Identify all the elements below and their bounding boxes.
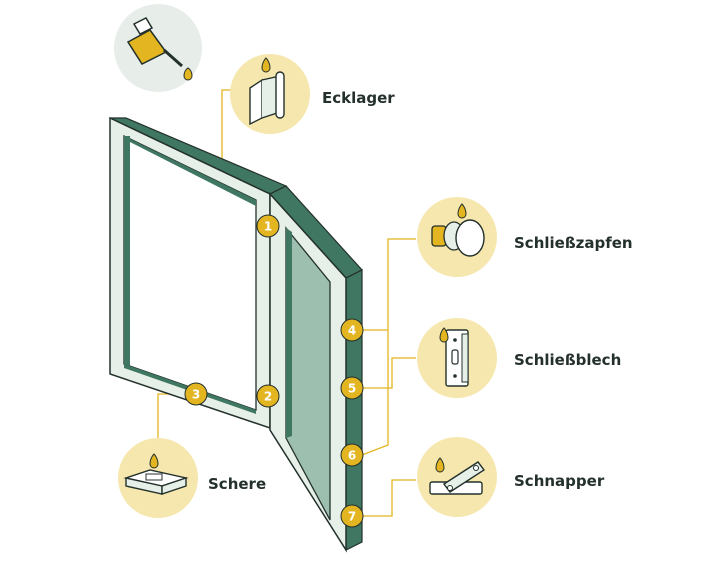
label-schliesszapfen: Schließzapfen — [514, 234, 633, 252]
label-ecklager: Ecklager — [322, 89, 395, 107]
badge-7: 7 — [340, 504, 364, 528]
oil-can-icon — [114, 4, 202, 92]
latch-icon — [417, 437, 497, 517]
corner-bearing-icon — [230, 54, 310, 134]
badge-1: 1 — [256, 214, 280, 238]
scissor-stay-icon — [118, 438, 198, 518]
locking-cam-icon — [417, 197, 497, 277]
badge-6: 6 — [340, 443, 364, 467]
label-schere: Schere — [208, 475, 266, 493]
striker-plate-icon — [417, 318, 497, 398]
svg-text:5: 5 — [348, 382, 356, 396]
badge-3: 3 — [184, 382, 208, 406]
window-frame — [109, 116, 288, 430]
svg-text:7: 7 — [348, 510, 356, 524]
label-schliessblech: Schließblech — [514, 351, 621, 369]
label-schnapper: Schnapper — [514, 472, 605, 490]
badge-2: 2 — [256, 384, 280, 408]
badge-4: 4 — [340, 318, 364, 342]
svg-text:4: 4 — [348, 324, 356, 338]
svg-text:6: 6 — [348, 449, 356, 463]
svg-text:1: 1 — [264, 220, 272, 234]
window-sash — [269, 185, 363, 553]
badge-5: 5 — [340, 376, 364, 400]
svg-text:2: 2 — [264, 390, 272, 404]
svg-text:3: 3 — [192, 388, 200, 402]
